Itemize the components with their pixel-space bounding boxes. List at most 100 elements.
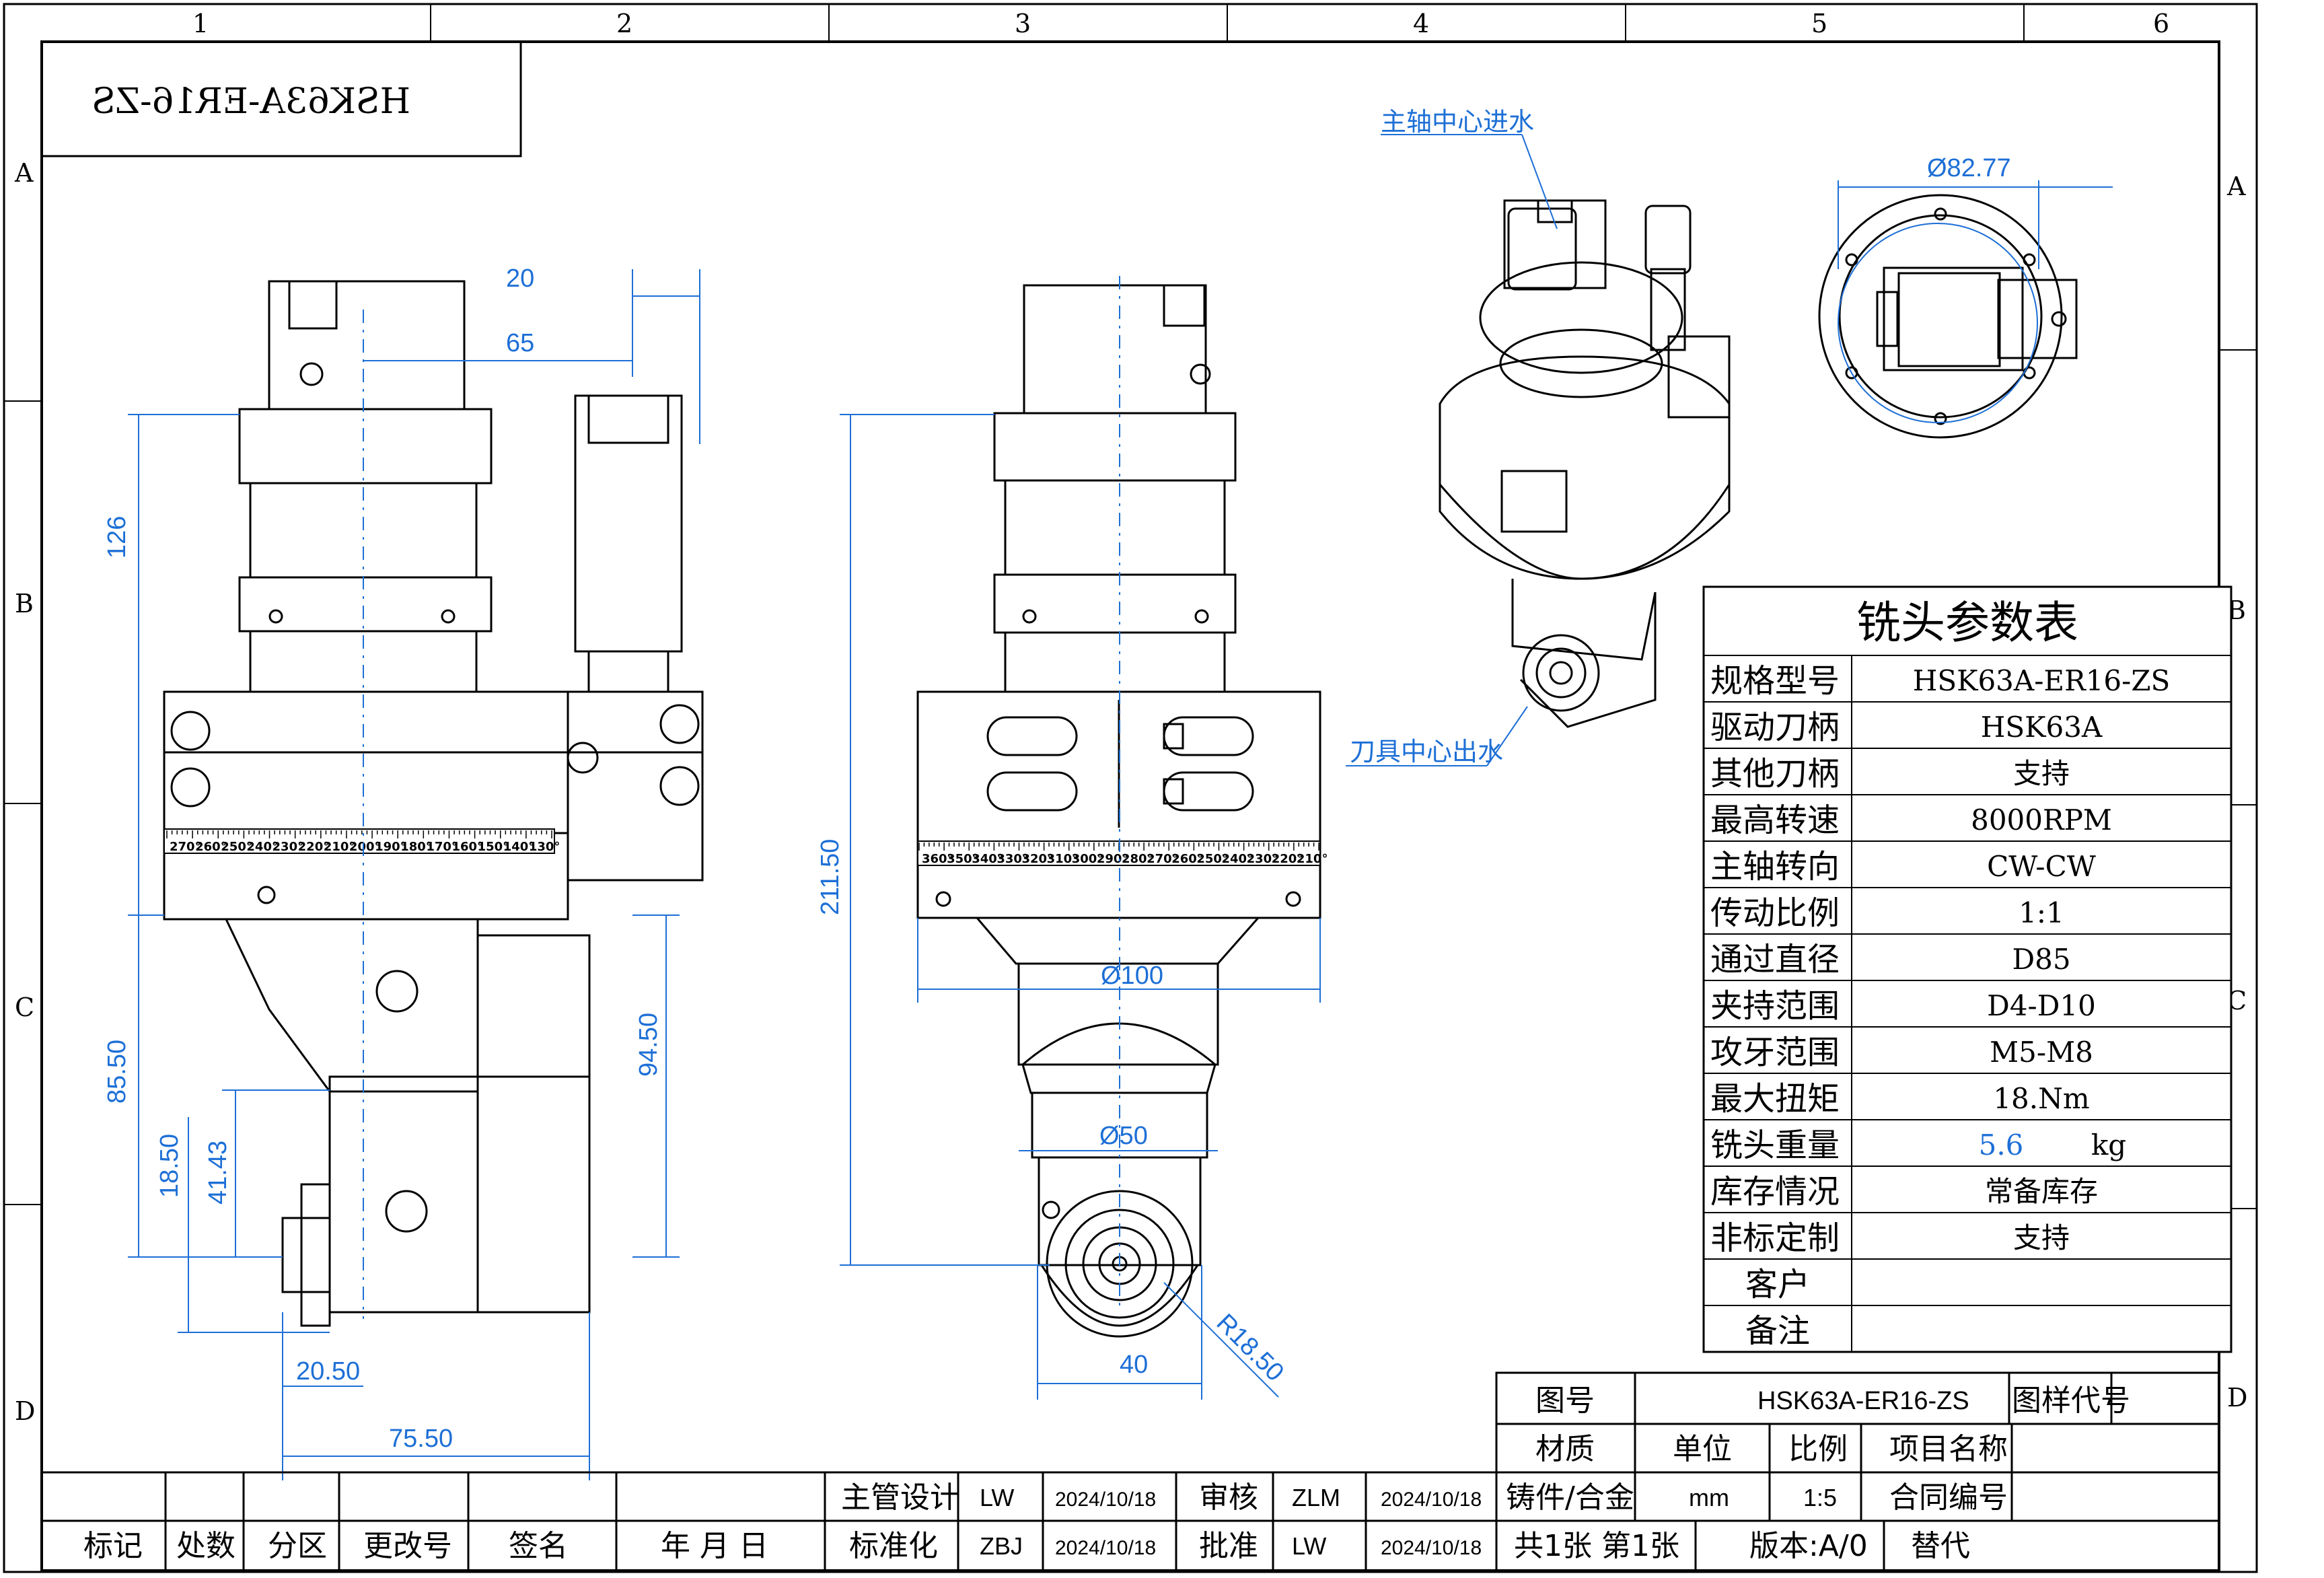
param-row-label: 传动比例 — [1710, 894, 1840, 932]
label-unit: 单位 — [1673, 1432, 1732, 1466]
title-block — [42, 1371, 2220, 1572]
mid-scale-label: 330° — [996, 852, 1028, 866]
value-std: ZBJ — [980, 1532, 1023, 1560]
mid-scale-label: 240° — [1222, 852, 1254, 866]
left-scale-label: 190° — [375, 840, 406, 854]
label-sample-code: 图样代号 — [2012, 1384, 2130, 1418]
param-row-unit: kg — [2091, 1128, 2126, 1161]
param-row-value: 支持 — [2013, 1221, 2070, 1254]
left-scale-label: 160° — [451, 840, 483, 854]
label-project: 项目名称 — [1889, 1432, 2008, 1466]
value-std-date: 2024/10/18 — [1055, 1537, 1156, 1559]
param-row-label: 其他刀柄 — [1710, 755, 1840, 793]
dim-211-50: 211.50 — [816, 839, 844, 915]
row-label-c: C — [15, 993, 34, 1022]
row-label-d: D — [15, 1396, 35, 1426]
param-row-label: 攻牙范围 — [1710, 1034, 1840, 1071]
label-contract: 合同编号 — [1889, 1480, 2008, 1515]
param-row-value: 5.6 — [1979, 1128, 2024, 1161]
rev-header-2: 分区 — [268, 1529, 327, 1563]
dim-94-50: 94.50 — [634, 1013, 663, 1077]
rev-header-4: 签名 — [509, 1529, 568, 1563]
dim-41-43: 41.43 — [204, 1141, 232, 1205]
dim-20: 20 — [506, 264, 534, 293]
mid-scale-label: 360° — [922, 852, 953, 866]
value-material: 铸件/合金 — [1506, 1480, 1634, 1515]
dim-phi100: Ø100 — [1101, 962, 1163, 990]
mirrored-name: HSK63A-ER16-ZS — [92, 81, 410, 122]
value-reviewer: ZLM — [1292, 1484, 1340, 1511]
mid-scale-label: 220° — [1272, 852, 1303, 866]
param-table-title: 铣头参数表 — [1856, 597, 2078, 649]
param-row-label: 铣头重量 — [1710, 1126, 1840, 1164]
mid-scale-label: 300° — [1072, 852, 1103, 866]
col-label-1: 1 — [192, 9, 209, 38]
param-row-value: 常备库存 — [1985, 1175, 2098, 1208]
dim-65: 65 — [506, 329, 534, 357]
mid-scale-label: 230° — [1247, 852, 1278, 866]
iso-view — [1439, 199, 1731, 728]
iso-callouts — [1346, 134, 1558, 766]
mid-scale-label: 310° — [1047, 852, 1079, 866]
mid-scale-label: 260° — [1171, 852, 1203, 866]
col-label-3: 3 — [1015, 9, 1031, 38]
value-unit: mm — [1689, 1484, 1729, 1511]
param-row-value: M5-M8 — [1990, 1036, 2093, 1069]
row-label-a-right: A — [2226, 172, 2246, 201]
col-label-5: 5 — [1811, 9, 1827, 38]
mid-scale-label: 290° — [1097, 852, 1128, 866]
left-scale-label: 270° — [170, 840, 201, 854]
label-designer: 主管设计 — [841, 1480, 959, 1515]
value-drawing-no: HSK63A-ER16-ZS — [1757, 1387, 1969, 1415]
dim-phi82-77: Ø82.77 — [1927, 154, 2011, 182]
col-label-6: 6 — [2153, 9, 2169, 38]
col-label-2: 2 — [616, 9, 632, 38]
label-material: 材质 — [1535, 1432, 1595, 1466]
param-row-value: 1:1 — [2019, 896, 2064, 929]
mid-scale-label: 250° — [1196, 852, 1228, 866]
dim-126: 126 — [103, 516, 131, 559]
rev-header-5: 年 月 日 — [661, 1529, 768, 1563]
top-dim — [1838, 180, 2113, 269]
left-view — [163, 280, 704, 1327]
left-scale-ticks: 270°260°250°240°230°220°210°200°190°180°… — [166, 830, 560, 854]
mid-scale-label: 210° — [1297, 852, 1328, 866]
left-scale-label: 170° — [426, 840, 458, 854]
top-view — [1818, 194, 2078, 439]
param-row-value: 18.Nm — [1993, 1082, 2089, 1115]
value-ratio: 1:5 — [1803, 1484, 1837, 1511]
dim-18-50: 18.50 — [155, 1134, 184, 1198]
row-label-a: A — [14, 158, 34, 188]
param-row-label: 最高转速 — [1710, 801, 1840, 839]
value-sheets: 共1张 第1张 — [1514, 1529, 1679, 1563]
value-design-date: 2024/10/18 — [1055, 1489, 1156, 1511]
left-scale-label: 140° — [503, 840, 535, 854]
value-review-date: 2024/10/18 — [1381, 1489, 1482, 1511]
mid-scale-label: 270° — [1147, 852, 1178, 866]
dim-r18-50: R18.50 — [1211, 1309, 1289, 1387]
left-scale-label: 240° — [246, 840, 278, 854]
param-row-value: D85 — [2012, 943, 2070, 976]
param-row-label: 库存情况 — [1710, 1173, 1840, 1211]
left-scale-label: 210° — [324, 840, 355, 854]
label-std: 标准化 — [849, 1529, 938, 1563]
param-row-label: 最大扭矩 — [1710, 1080, 1840, 1118]
value-approver: LW — [1292, 1532, 1326, 1560]
label-approve: 批准 — [1199, 1529, 1258, 1563]
col-label-4: 4 — [1413, 9, 1429, 38]
value-approve-date: 2024/10/18 — [1381, 1537, 1482, 1559]
dim-phi50: Ø50 — [1099, 1122, 1148, 1150]
top-view-pcd — [1838, 223, 2038, 423]
dim-40: 40 — [1120, 1351, 1148, 1379]
dim-20-50: 20.50 — [296, 1357, 360, 1386]
param-row-value: 支持 — [2013, 757, 2070, 790]
callout-outlet: 刀具中心出水 — [1350, 738, 1503, 766]
middle-dimensions — [840, 276, 1321, 1400]
value-replace: 替代 — [1911, 1529, 1970, 1563]
label-ratio: 比例 — [1788, 1432, 1848, 1466]
value-version: 版本:A/0 — [1749, 1529, 1868, 1563]
label-review: 审核 — [1199, 1480, 1258, 1515]
param-row-label: 夹持范围 — [1710, 987, 1840, 1025]
mid-scale-ticks: 360°350°340°330°320°310°300°290°280°270°… — [918, 842, 1328, 866]
